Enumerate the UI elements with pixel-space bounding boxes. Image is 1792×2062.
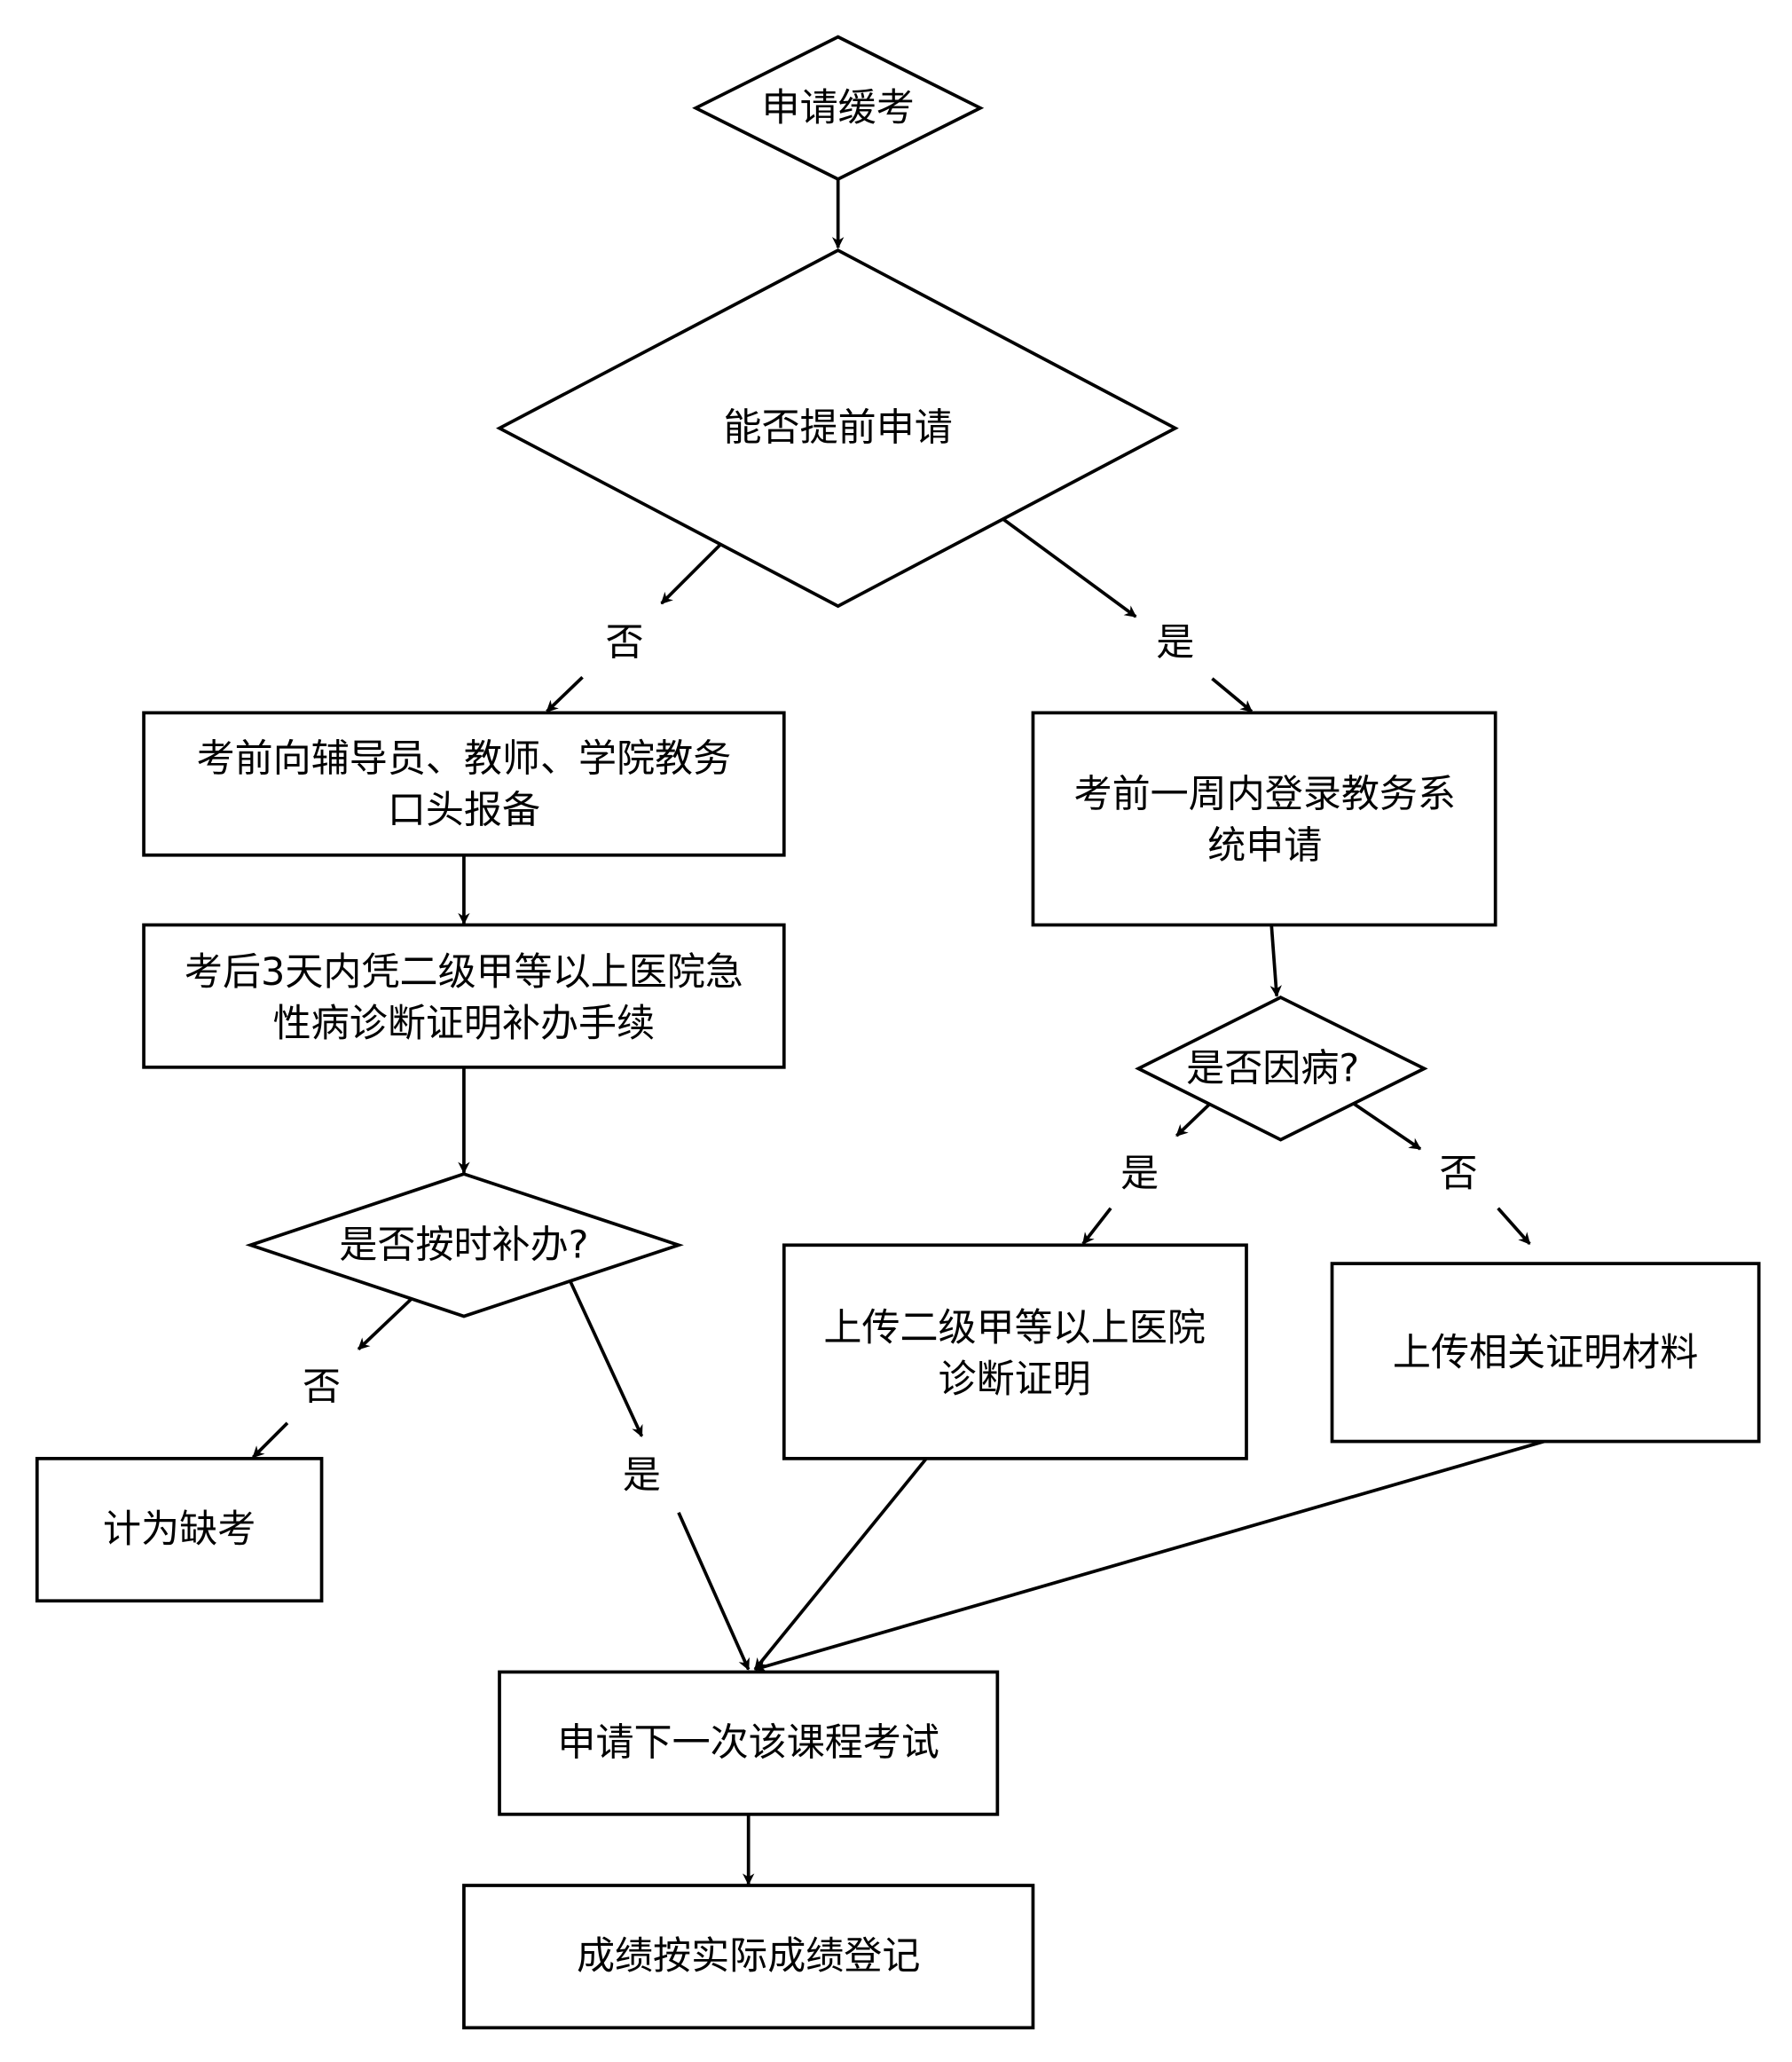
label-illness-no: 否 <box>1440 1152 1478 1196</box>
node-upload-other: 上传相关证明材料 <box>1330 1262 1761 1444</box>
node-upload-hospital: 上传二级甲等以上医院 诊断证明 <box>782 1243 1248 1460</box>
node-text-line: 上传二级甲等以上医院 <box>823 1306 1205 1350</box>
node-start-text: 申请缓考 <box>762 86 915 130</box>
edge-ontime-yes-b <box>677 1512 751 1671</box>
node-absent-text: 计为缺考 <box>103 1507 255 1552</box>
edge-illness-yes-a <box>1175 1103 1211 1137</box>
node-on-time: 是否按时补办? <box>245 1172 684 1318</box>
node-illness-text: 是否因病? <box>1186 1046 1359 1090</box>
edge-other-next <box>753 1439 1545 1672</box>
edge-ontime-no-b <box>252 1421 289 1459</box>
node-text-line: 诊断证明 <box>939 1358 1091 1402</box>
node-text-line: 考前一周内登录教务系 <box>1074 772 1456 816</box>
edge-advance-yes-a <box>1000 516 1137 618</box>
label-advance-no: 否 <box>606 621 644 665</box>
node-system-apply: 考前一周内登录教务系 统申请 <box>1031 711 1497 927</box>
node-oral-report: 考前向辅导员、教师、学院教务 口头报备 <box>142 711 786 857</box>
edge-advance-no-a <box>660 542 722 605</box>
node-advance: 能否提前申请 <box>496 248 1179 609</box>
label-illness-yes: 是 <box>1120 1152 1159 1196</box>
node-illness: 是否因病? <box>1135 996 1428 1142</box>
edges <box>252 178 1545 1885</box>
edge-hospital-next <box>753 1457 928 1671</box>
node-supplement: 考后3天内凭二级甲等以上医院急 性病诊断证明补办手续 <box>142 923 786 1069</box>
node-text-line: 口头报备 <box>388 788 540 832</box>
label-on-time-yes: 是 <box>623 1453 661 1498</box>
node-on-time-text: 是否按时补办? <box>339 1223 588 1267</box>
node-next-exam-text: 申请下一次该课程考试 <box>557 1721 939 1766</box>
edge-system-illness <box>1269 925 1282 997</box>
node-start: 申请缓考 <box>692 35 985 182</box>
node-text-line: 统申请 <box>1207 823 1322 868</box>
node-text-line: 性病诊断证明补办手续 <box>273 1002 655 1046</box>
label-advance-yes: 是 <box>1156 621 1194 665</box>
label-on-time-no: 否 <box>303 1365 341 1410</box>
node-grade-text: 成绩按实际成绩登记 <box>577 1934 920 1979</box>
edge-illness-yes-b <box>1081 1207 1112 1245</box>
edge-ontime-no-a <box>357 1297 413 1350</box>
node-next-exam: 申请下一次该课程考试 <box>498 1670 1000 1816</box>
edge-illness-no-a <box>1353 1102 1422 1151</box>
edge-advance-yes-b <box>1211 677 1254 713</box>
node-advance-text: 能否提前申请 <box>724 406 953 451</box>
node-grade: 成绩按实际成绩登记 <box>462 1884 1035 2030</box>
node-absent: 计为缺考 <box>35 1457 324 1603</box>
node-text-line: 考前向辅导员、教师、学院教务 <box>197 736 732 781</box>
node-text-line: 考后3天内凭二级甲等以上医院急 <box>185 950 743 995</box>
edge-illness-no-b <box>1497 1207 1531 1246</box>
node-upload-other-text: 上传相关证明材料 <box>1393 1331 1698 1375</box>
edge-advance-no-b <box>546 675 584 713</box>
edge-ontime-yes-a <box>569 1281 644 1437</box>
